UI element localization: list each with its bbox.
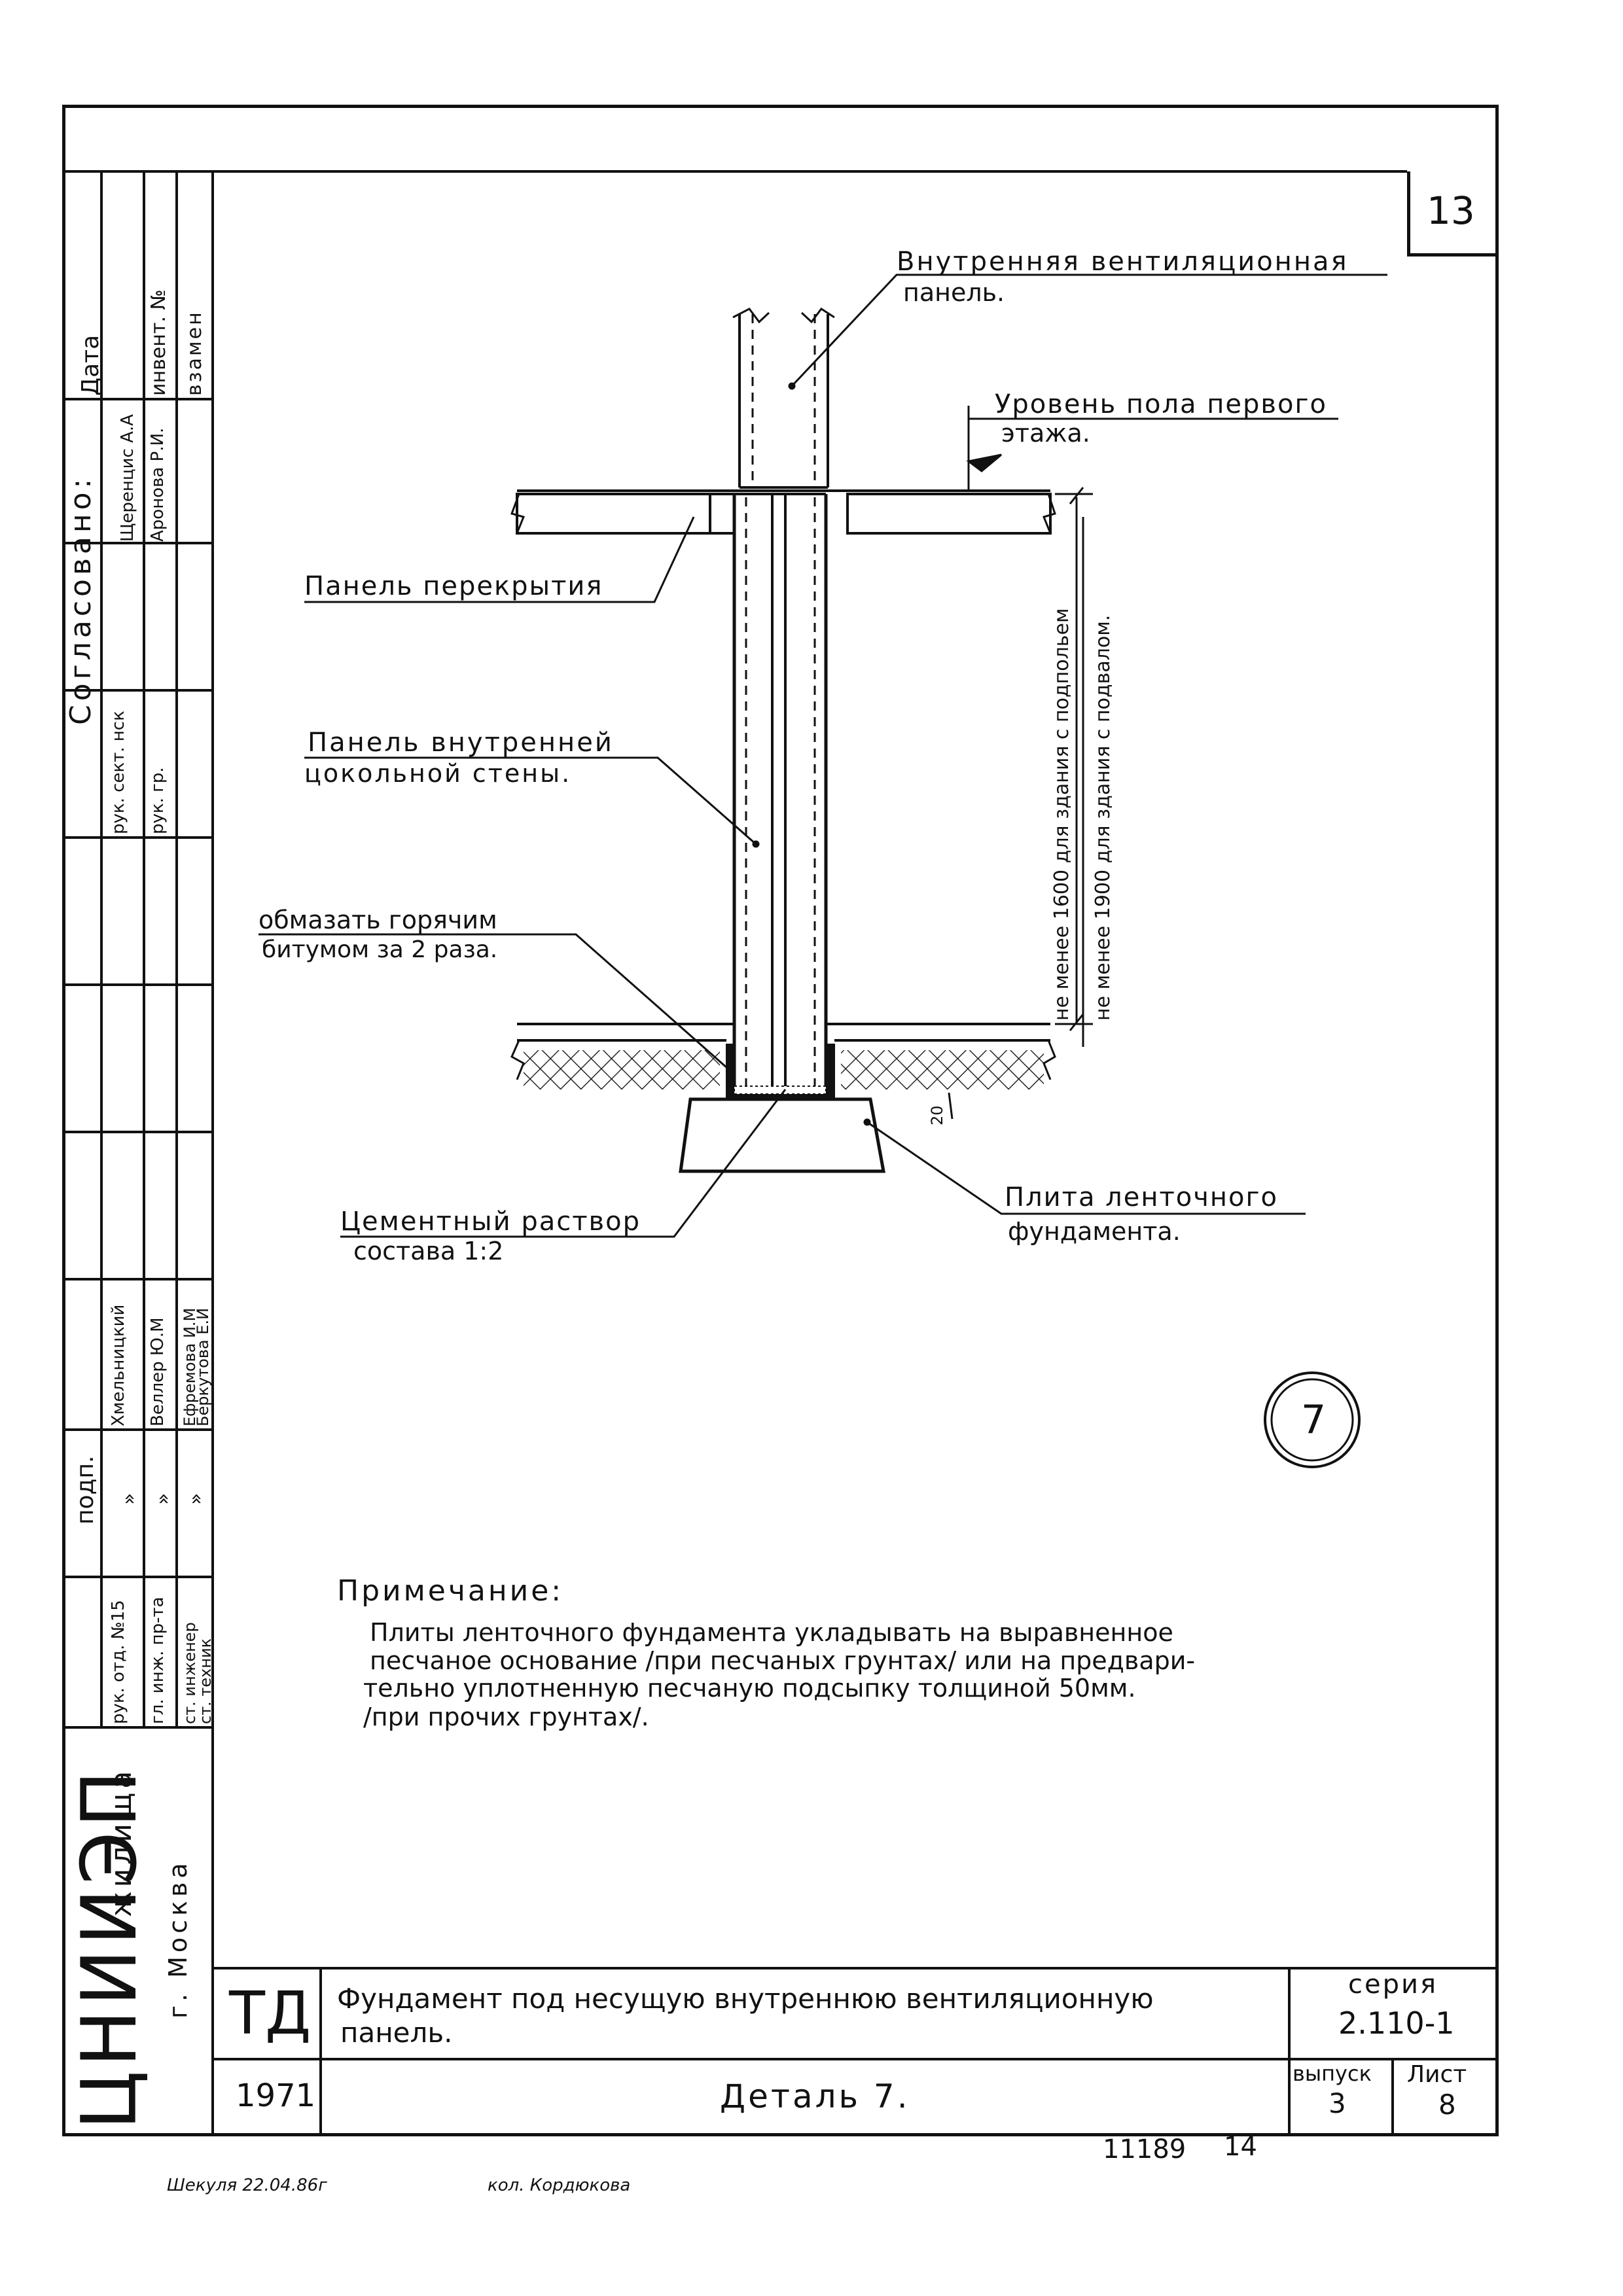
series-label: серия: [1348, 1969, 1438, 2000]
sidebar-role-4: ст. техник: [196, 1638, 215, 1724]
sidebar-agreed-name-1: Щеренциc А.А: [118, 414, 137, 542]
vent-panel-upper: [732, 307, 835, 489]
detail-number: 7: [1301, 1397, 1327, 1443]
title-detail: Деталь 7.: [720, 2077, 910, 2115]
title-block-grid: [213, 1967, 1499, 2136]
mortar-bed: [734, 1086, 827, 1095]
sheet-value: 8: [1438, 2089, 1456, 2121]
signature-left: Шекуля 22.04.86г: [167, 2176, 327, 2195]
page-number-box: [1407, 171, 1499, 256]
sidebar-header-replaces: взамен: [183, 310, 206, 396]
vent-panel-label-1: Внутренняя вентиляционная: [897, 247, 1349, 277]
plinth-wall-panel: [732, 493, 828, 1093]
sidebar-header-date: Дата: [77, 334, 104, 396]
sidebar-role-1: рук. отд. №15: [109, 1600, 128, 1724]
title-line-1: Фундамент под несущую внутреннюю вентиля…: [337, 1983, 1154, 2015]
issue-label: выпуск: [1293, 2061, 1372, 2086]
leader-lines: [259, 274, 1387, 1238]
dim-small: 20: [928, 1105, 946, 1125]
sidebar-staff-1: Хмельницкий: [109, 1304, 128, 1426]
note-line-2: песчаное основание /при песчаных грунтах…: [370, 1646, 1196, 1675]
org-name: жилища: [105, 1767, 138, 1917]
sidebar-role-sect: рук. сект. нск: [109, 711, 128, 834]
sheet-label: Лист: [1407, 2061, 1467, 2088]
plinth-panel-label-1: Панель внутренней: [308, 728, 614, 758]
floor-panel-label: Панель перекрытия: [304, 571, 603, 601]
org-city: г. Москва: [164, 1859, 192, 2019]
plinth-panel-label-2: цокольной стены.: [304, 759, 572, 788]
note-title: Примечание:: [337, 1574, 564, 1608]
soil-hatch-left-2: [524, 1050, 720, 1089]
issue-value: 3: [1329, 2087, 1346, 2119]
sidebar-sign-mark-2: »: [152, 1492, 175, 1505]
page-number: 13: [1427, 188, 1475, 233]
series-value: 2.110-1: [1338, 2005, 1455, 2041]
footing-label-1: Плита ленточного: [1005, 1182, 1279, 1212]
signature-right: кол. Кордюкова: [488, 2176, 631, 2195]
floor-level-label-2: этажа.: [1001, 419, 1090, 448]
floor-slab: [510, 489, 1056, 535]
note-line-3: тельно уплотненную песчаную подсыпку тол…: [363, 1674, 1136, 1703]
mortar-label-2: состава 1:2: [353, 1237, 504, 1265]
note-line-4: /при прочих грунтах/.: [363, 1703, 649, 1731]
mortar-label-1: Цементный раствор: [340, 1207, 641, 1237]
sidebar-header-inventory: инвент. №: [147, 289, 170, 396]
sidebar-agreed-name-2: Аронова Р.И.: [148, 427, 168, 542]
sidebar-sign-mark-1: »: [118, 1492, 141, 1505]
footing-label-2: фундамента.: [1008, 1217, 1181, 1246]
sidebar-role-2: гл. инж. пр-та: [148, 1597, 168, 1724]
ground-level: [510, 1023, 1056, 1080]
sidebar-agreed: Согласовано:: [64, 474, 98, 725]
strip-footing: [679, 1097, 885, 1173]
bitumen-label-2: битумом за 2 раза.: [262, 936, 498, 963]
title-code: ТД: [229, 1979, 312, 2048]
note-line-1: Плиты ленточного фундамента укладывать н…: [370, 1618, 1173, 1647]
stamp-page: 14: [1224, 2132, 1257, 2162]
sidebar-grid: [62, 170, 1407, 2136]
stamp-number: 11189: [1103, 2134, 1186, 2164]
sidebar-staff-2: Веллер Ю.М: [148, 1317, 168, 1426]
vent-panel-label-2: панель.: [903, 278, 1005, 307]
sidebar-sign-mark-3: »: [185, 1492, 207, 1505]
detail-circle: [1264, 1371, 1361, 1468]
dimension-lines: [948, 487, 1093, 1120]
drawing-frame: [62, 105, 1499, 2136]
sidebar-sign-label: подп.: [72, 1455, 99, 1525]
floor-level-label-1: Уровень пола первого: [995, 389, 1327, 419]
title-line-2: панель.: [340, 2017, 453, 2049]
sidebar-staff-4: Беркутова Е.И: [194, 1307, 212, 1426]
soil-hatch-right-2: [841, 1050, 1044, 1089]
bitumen-label-1: обмазать горячим: [259, 906, 497, 934]
dim-vertical-2: не менее 1900 для здания с подвалом.: [1092, 614, 1115, 1021]
dim-vertical-1: не менее 1600 для здания с подпольем: [1050, 608, 1073, 1021]
title-year: 1971: [236, 2077, 316, 2114]
sidebar-role-group: рук. гр.: [148, 767, 168, 834]
